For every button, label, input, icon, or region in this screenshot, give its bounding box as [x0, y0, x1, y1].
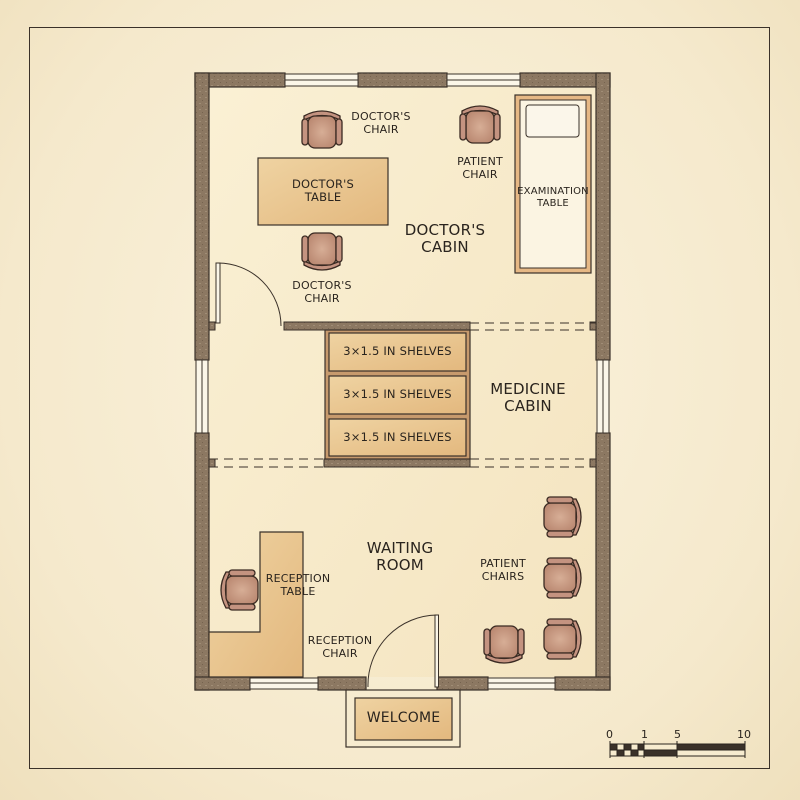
shelf-3-label: 3×1.5 IN SHELVES [343, 430, 452, 444]
exterior-walls [194, 72, 611, 691]
scale-bar [609, 741, 746, 758]
scale-tick-0: 0 [606, 728, 613, 741]
doctors-chair-top [301, 110, 343, 149]
patient-chair-front [483, 625, 525, 664]
patient-chair-2 [543, 557, 582, 599]
label-medicine-cabin: MEDICINE CABIN [490, 380, 566, 416]
label-waiting-room: WAITING ROOM [366, 539, 434, 575]
label-doctors-chair-bottom: DOCTOR'S CHAIR [292, 279, 352, 305]
patient-chair-3 [543, 618, 582, 660]
label-patient-chairs: PATIENT CHAIRS [480, 557, 526, 583]
examination-table [514, 94, 592, 274]
drawing-border [29, 27, 770, 769]
label-reception-chair: RECEPTION CHAIR [307, 634, 373, 660]
reception-table [208, 531, 304, 678]
patient-chair-1 [543, 496, 582, 538]
scale-tick-10: 10 [737, 728, 751, 741]
label-reception-table: RECEPTION TABLE [265, 572, 331, 598]
shelf-1-label: 3×1.5 IN SHELVES [343, 344, 452, 358]
label-doctors-cabin: DOCTOR'S CABIN [404, 221, 486, 257]
windows [195, 73, 610, 690]
welcome-mat-area [345, 689, 461, 748]
label-doctors-chair-top: DOCTOR'S CHAIR [351, 110, 411, 136]
scale-tick-1: 1 [641, 728, 648, 741]
patient-chair [459, 105, 501, 144]
entrance-door [367, 614, 439, 688]
label-patient-chair: PATIENT CHAIR [457, 155, 503, 181]
label-doctors-table: DOCTOR'S TABLE [291, 177, 355, 205]
label-examination-table: EXAMINATION TABLE [517, 186, 589, 209]
dashed-partitions [209, 322, 596, 468]
medicine-shelves [324, 329, 471, 460]
doctor-cabin-door [215, 262, 282, 327]
doctors-table [257, 157, 389, 226]
welcome-mat-label: WELCOME [366, 710, 441, 726]
shelf-2-label: 3×1.5 IN SHELVES [343, 387, 452, 401]
reception-chair [220, 569, 259, 611]
scale-tick-5: 5 [674, 728, 681, 741]
doctors-chair-bottom [301, 232, 343, 271]
